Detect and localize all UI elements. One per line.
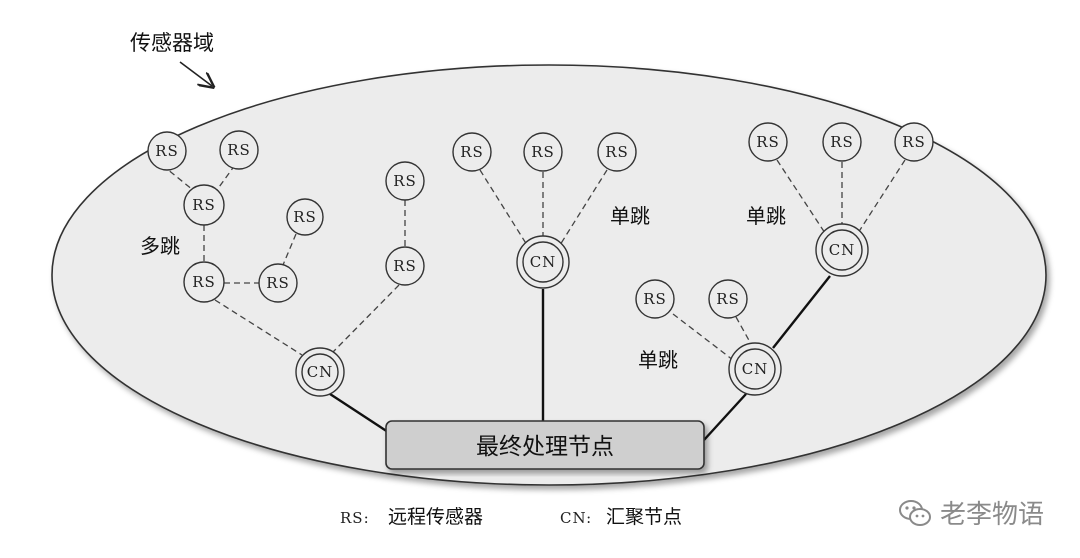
link-solid <box>772 275 831 349</box>
svg-text:RS: RS <box>192 273 216 291</box>
legend-rs-text: 远程传感器 <box>388 506 483 528</box>
link-dashed <box>161 164 199 195</box>
link-dashed <box>479 169 528 246</box>
watermark: 老李物语 <box>898 494 1044 531</box>
svg-text:RS: RS <box>266 274 290 292</box>
link-dashed <box>213 164 236 195</box>
link-dashed <box>857 159 906 234</box>
svg-text:RS: RS <box>393 257 417 275</box>
link-dashed <box>672 313 734 361</box>
svg-text:RS: RS <box>393 172 417 190</box>
rs-node: RS <box>523 132 563 172</box>
domain-arrow <box>179 61 212 86</box>
rs-node: RS <box>385 246 425 286</box>
svg-text:CN: CN <box>530 253 557 271</box>
watermark-text: 老李物语 <box>939 500 1044 530</box>
rs-node: RS <box>822 122 862 162</box>
svg-text:RS: RS <box>830 133 854 151</box>
svg-text:RS: RS <box>756 133 780 151</box>
hop-label-single: 单跳 <box>746 204 786 228</box>
svg-text:CN: CN <box>307 363 334 381</box>
rs-node: RS <box>286 198 324 236</box>
rs-node: RS <box>258 263 298 303</box>
svg-text:CN: CN <box>742 360 769 378</box>
link-dashed <box>559 169 608 246</box>
legend-rs-key: RS: <box>340 509 370 527</box>
rs-node: RS <box>147 131 187 171</box>
link-dashed <box>776 159 826 234</box>
rs-node: RS <box>597 132 637 172</box>
final-processing-node: 最终处理节点 <box>385 420 705 470</box>
rs-node: RS <box>894 122 934 162</box>
rs-node: RS <box>219 130 259 170</box>
rs-node: RS <box>183 261 225 303</box>
svg-text:RS: RS <box>643 290 667 308</box>
rs-node: RS <box>635 279 675 319</box>
rs-node: RS <box>708 279 748 319</box>
rs-node: RS <box>748 122 788 162</box>
svg-text:RS: RS <box>155 142 179 160</box>
link-solid <box>329 392 389 434</box>
link-dashed <box>282 233 297 266</box>
link-solid <box>703 393 747 441</box>
cn-node: CN <box>516 235 570 289</box>
svg-text:RS: RS <box>293 208 317 226</box>
svg-text:最终处理节点: 最终处理节点 <box>476 434 614 460</box>
hop-label-single: 单跳 <box>638 348 678 372</box>
svg-text:RS: RS <box>531 143 555 161</box>
wechat-icon <box>898 499 931 526</box>
rs-node: RS <box>183 184 225 226</box>
domain-label: 传感器域 <box>130 31 214 55</box>
hop-label-single: 单跳 <box>610 204 650 228</box>
svg-text:RS: RS <box>227 141 251 159</box>
svg-text:RS: RS <box>716 290 740 308</box>
cn-node: CN <box>295 347 345 397</box>
hop-label-multi: 多跳 <box>140 234 180 258</box>
rs-node: RS <box>385 161 425 201</box>
cn-node: CN <box>815 223 869 277</box>
svg-text:CN: CN <box>829 241 856 259</box>
svg-text:RS: RS <box>192 196 216 214</box>
svg-text:RS: RS <box>460 143 484 161</box>
legend: RS: 远程传感器 CN: 汇聚节点 <box>340 506 682 528</box>
svg-text:RS: RS <box>605 143 629 161</box>
link-dashed <box>735 316 752 345</box>
legend-cn-key: CN: <box>560 509 592 527</box>
rs-node: RS <box>452 132 492 172</box>
link-dashed <box>214 299 303 356</box>
cn-node: CN <box>728 342 782 396</box>
svg-text:RS: RS <box>902 133 926 151</box>
legend-cn-text: 汇聚节点 <box>606 506 682 528</box>
link-dashed <box>331 284 400 354</box>
